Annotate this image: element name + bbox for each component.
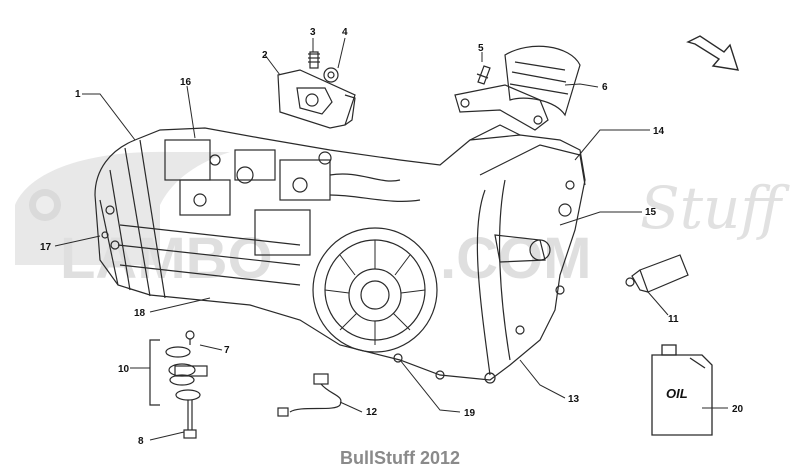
callout-20: 20 [732, 404, 744, 415]
gearbox-housing [94, 124, 586, 384]
gasket-plate-part [277, 69, 356, 129]
callout-12: 12 [366, 407, 378, 418]
callout-4: 4 [342, 27, 348, 38]
callout-19: 19 [464, 408, 476, 419]
watermark-text-com: .COM [440, 226, 591, 291]
callout-labels: 1 2 3 4 5 6 7 8 10 11 12 13 14 15 16 17 … [40, 27, 744, 447]
watermark-logo: LAMBO .COM Stuff [15, 151, 790, 291]
callout-5: 5 [478, 43, 484, 54]
callout-2: 2 [262, 50, 268, 61]
mount-stack-part [149, 330, 208, 439]
bolt-part-3 [308, 51, 320, 69]
oil-label: OIL [666, 386, 688, 401]
callout-1: 1 [75, 89, 81, 100]
callout-11: 11 [668, 314, 679, 325]
callout-8: 8 [138, 436, 144, 447]
bolt-part-5 [476, 65, 491, 85]
direction-arrow-icon [686, 35, 740, 71]
callout-6: 6 [602, 82, 608, 93]
callout-13: 13 [568, 394, 580, 405]
oil-can-part: OIL [651, 344, 713, 436]
footer-credit: BullStuff 2012 [339, 448, 461, 468]
callout-15: 15 [645, 207, 657, 218]
callout-7: 7 [224, 345, 230, 356]
watermark-text-stuff: Stuff [640, 174, 790, 242]
nut-part-4 [323, 67, 339, 83]
callout-18: 18 [134, 308, 146, 319]
sealant-tube-part [625, 254, 689, 293]
callout-17: 17 [40, 242, 52, 253]
callout-14: 14 [653, 126, 665, 137]
callout-16: 16 [180, 77, 192, 88]
callout-3: 3 [310, 27, 316, 38]
callout-10: 10 [118, 364, 130, 375]
leader-lines [54, 37, 728, 441]
mount-bracket-part [454, 45, 581, 131]
sensor-cable-part [277, 373, 342, 417]
